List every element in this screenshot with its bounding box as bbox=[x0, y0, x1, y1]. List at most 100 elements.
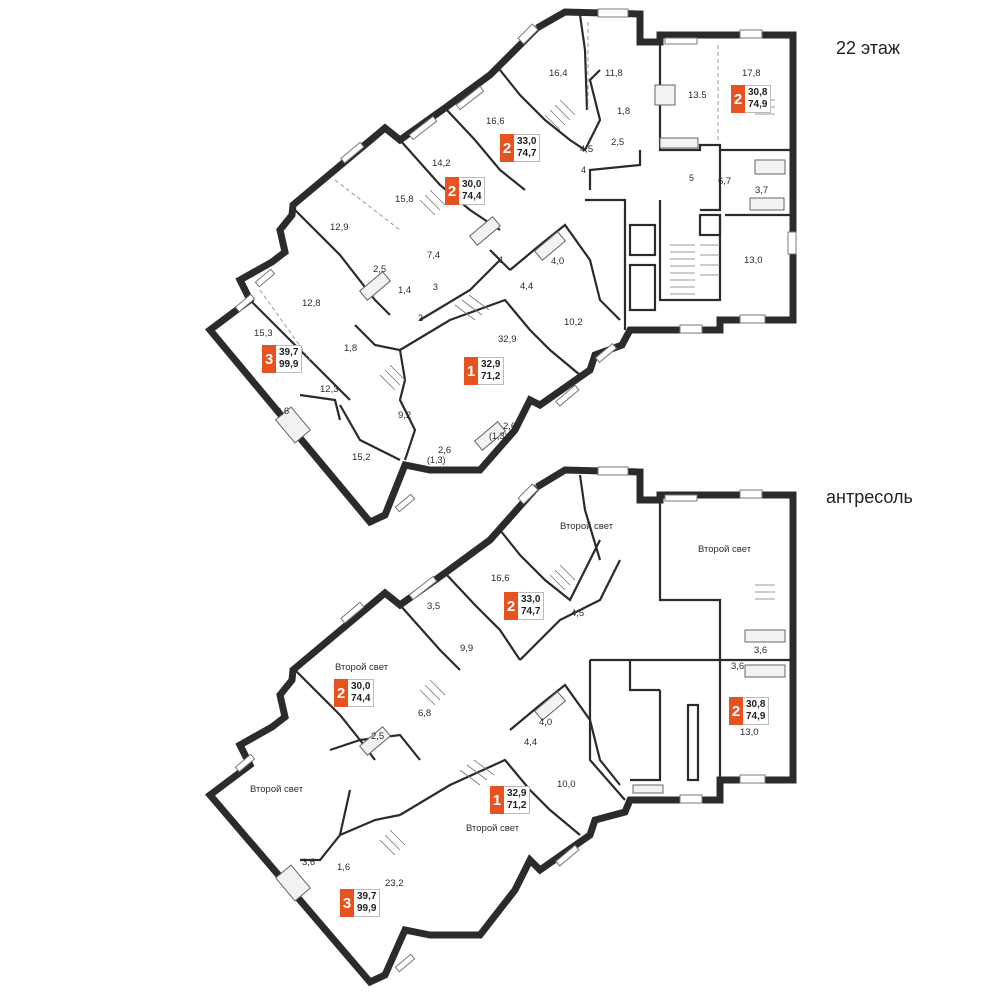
apartment-badge[interactable]: 2 33,0 74,7 bbox=[504, 592, 545, 620]
room-label: 1 bbox=[499, 255, 504, 265]
room-label: 16,6 bbox=[491, 573, 510, 584]
room-label: 10,0 bbox=[557, 779, 576, 790]
room-labels-mezzanine: Второй свет Второй свет 16,6 4,5 3,5 9,9… bbox=[250, 521, 767, 889]
room-label: 1,8 bbox=[617, 106, 630, 117]
apartment-areas: 39,7 99,9 bbox=[354, 889, 381, 917]
room-label: Второй свет bbox=[560, 521, 614, 532]
room-label: 4,5 bbox=[580, 144, 593, 155]
living-area: 30,8 bbox=[746, 699, 766, 710]
room-label: 17,8 bbox=[742, 68, 761, 79]
room-label: 6,7 bbox=[718, 176, 731, 187]
room-label: 13.5 bbox=[688, 90, 707, 101]
room-label: 3,6 bbox=[276, 406, 289, 417]
apartment-areas: 33,0 74,7 bbox=[514, 134, 541, 162]
rooms-count: 1 bbox=[464, 357, 478, 385]
apartment-areas: 30,8 74,9 bbox=[743, 697, 770, 725]
room-label: Второй свет bbox=[335, 662, 389, 673]
room-label: 12,3 bbox=[320, 384, 339, 395]
plan-mezzanine bbox=[204, 466, 797, 987]
total-area: 71,2 bbox=[507, 800, 527, 811]
living-area: 32,9 bbox=[507, 788, 527, 799]
apartment-badge[interactable]: 1 32,9 71,2 bbox=[490, 786, 531, 814]
living-area: 39,7 bbox=[279, 347, 299, 358]
room-label: 1,6 bbox=[337, 862, 350, 873]
apartment-badge[interactable]: 2 30,0 74,4 bbox=[445, 177, 486, 205]
room-label: 9,9 bbox=[460, 643, 473, 654]
room-label: 23,2 bbox=[385, 878, 404, 889]
room-label: 3,7 bbox=[755, 185, 768, 196]
apartment-areas: 30,8 74,9 bbox=[745, 85, 772, 113]
living-area: 30,0 bbox=[462, 179, 482, 190]
room-label: 13,0 bbox=[740, 727, 759, 738]
room-label: 14,2 bbox=[432, 158, 451, 169]
apartment-badge[interactable]: 3 39,7 99,9 bbox=[340, 889, 381, 917]
total-area: 74,7 bbox=[521, 606, 541, 617]
room-label: 10,2 bbox=[564, 317, 583, 328]
total-area: 74,7 bbox=[517, 148, 537, 159]
room-label: 15,3 bbox=[254, 328, 273, 339]
rooms-count: 2 bbox=[504, 592, 518, 620]
room-label: 9,2 bbox=[398, 410, 411, 421]
rooms-count: 2 bbox=[445, 177, 459, 205]
room-label: Второй свет bbox=[250, 784, 304, 795]
room-labels-22: 16,4 1 1,8 13.5 17,8 16,6 1,8 2,5 4,5 4 5… bbox=[254, 68, 768, 465]
total-area: 74,9 bbox=[746, 711, 766, 722]
total-area: 74,4 bbox=[351, 693, 371, 704]
total-area: 99,9 bbox=[279, 359, 299, 370]
total-area: 99,9 bbox=[357, 903, 377, 914]
room-label: (1,3) bbox=[489, 431, 508, 441]
room-label: 4,4 bbox=[520, 281, 533, 292]
room-label: 3,6 bbox=[731, 661, 744, 672]
room-label: 3,5 bbox=[427, 601, 440, 612]
apartment-badge[interactable]: 1 32,9 71,2 bbox=[464, 357, 505, 385]
room-label: 16,4 bbox=[549, 68, 568, 79]
room-label: 2,6 bbox=[438, 445, 451, 456]
rooms-count: 3 bbox=[340, 889, 354, 917]
apartment-areas: 39,7 99,9 bbox=[276, 345, 303, 373]
apartment-badge[interactable]: 2 30,0 74,4 bbox=[334, 679, 375, 707]
apartment-badge[interactable]: 2 30,8 74,9 bbox=[729, 697, 770, 725]
room-label: 4,4 bbox=[524, 737, 537, 748]
room-label: 2,5 bbox=[373, 264, 386, 275]
room-label: 1,4 bbox=[398, 285, 411, 296]
room-label: 2 bbox=[418, 313, 423, 323]
room-label: 4 bbox=[581, 165, 586, 175]
apartment-areas: 32,9 71,2 bbox=[504, 786, 531, 814]
room-label: 13,0 bbox=[744, 255, 763, 266]
room-label: 4,0 bbox=[551, 256, 564, 267]
living-area: 32,9 bbox=[481, 359, 501, 370]
apartment-badge[interactable]: 2 33,0 74,7 bbox=[500, 134, 541, 162]
living-area: 33,0 bbox=[521, 594, 541, 605]
apartment-badge[interactable]: 2 30,8 74,9 bbox=[731, 85, 772, 113]
room-label: 2,5 bbox=[371, 731, 384, 742]
apartment-badge[interactable]: 3 39,7 99,9 bbox=[262, 345, 303, 373]
room-label: 12,9 bbox=[330, 222, 349, 233]
floor-title-22: 22 этаж bbox=[836, 38, 900, 58]
room-label: 2,6 bbox=[503, 421, 516, 432]
room-label: 32,9 bbox=[498, 334, 517, 345]
room-label: 12,8 bbox=[302, 298, 321, 309]
rooms-count: 3 bbox=[262, 345, 276, 373]
total-area: 71,2 bbox=[481, 371, 501, 382]
apartment-areas: 33,0 74,7 bbox=[518, 592, 545, 620]
room-label: 16,6 bbox=[486, 116, 505, 127]
rooms-count: 2 bbox=[500, 134, 514, 162]
plan-22-floor bbox=[204, 8, 797, 527]
room-label: 4,5 bbox=[571, 608, 584, 619]
room-label: 15,2 bbox=[352, 452, 371, 463]
rooms-count: 2 bbox=[334, 679, 348, 707]
room-label: Второй свет bbox=[466, 823, 520, 834]
room-label: 5 bbox=[689, 173, 694, 183]
room-label: (1,3) bbox=[427, 455, 446, 465]
room-label: 1,8 bbox=[344, 343, 357, 354]
room-label: 3,6 bbox=[754, 645, 767, 656]
living-area: 30,8 bbox=[748, 87, 768, 98]
room-label: 2,5 bbox=[611, 137, 624, 148]
rooms-count: 2 bbox=[729, 697, 743, 725]
room-label: 15,8 bbox=[395, 194, 414, 205]
rooms-count: 1 bbox=[490, 786, 504, 814]
room-label: Второй свет bbox=[698, 544, 752, 555]
floor-title-mezzanine: антресоль bbox=[826, 487, 913, 507]
